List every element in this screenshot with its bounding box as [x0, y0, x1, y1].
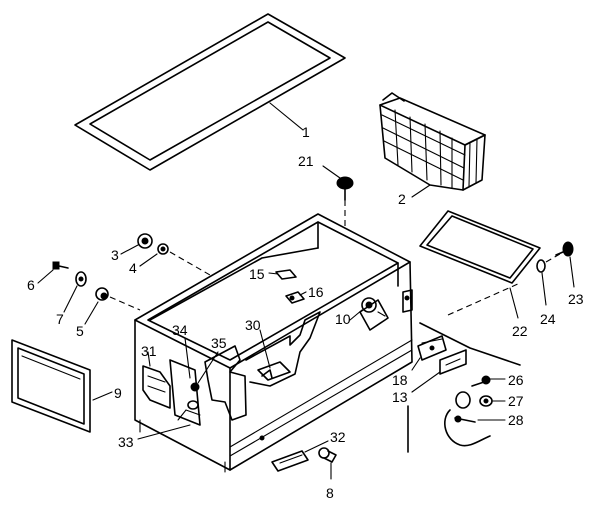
leader-24 — [541, 272, 547, 306]
inner-components — [169, 311, 321, 426]
leader-32 — [304, 440, 329, 453]
dash-3 — [169, 251, 211, 276]
hinge-bracket — [402, 289, 413, 313]
handle-32 — [271, 450, 309, 472]
cord-28 — [444, 391, 491, 447]
label-34: 34 — [172, 322, 188, 338]
label-35: 35 — [211, 335, 227, 351]
label-27: 27 — [508, 393, 524, 409]
label-23: 23 — [568, 291, 584, 307]
bushing-5 — [95, 287, 109, 301]
dash-5 — [109, 296, 141, 311]
label-28: 28 — [508, 412, 524, 428]
washer-7 — [75, 271, 87, 287]
label-13: 13 — [392, 389, 408, 405]
leader-34 — [184, 337, 191, 379]
washer-4 — [157, 243, 169, 255]
label-3: 3 — [111, 247, 119, 263]
label-15: 15 — [249, 266, 265, 282]
grommet-27 — [479, 395, 493, 407]
label-26: 26 — [508, 372, 524, 388]
leader-5 — [84, 301, 99, 325]
leader-16 — [299, 291, 307, 296]
leader-4 — [139, 253, 158, 267]
leader-7 — [63, 285, 78, 313]
latch-8 — [318, 447, 337, 463]
label-21: 21 — [298, 153, 314, 169]
leader-18 — [411, 357, 421, 371]
label-1: 1 — [302, 124, 310, 140]
label-32: 32 — [330, 429, 346, 445]
bracket-16 — [285, 291, 305, 304]
leader-2 — [411, 184, 431, 198]
leader-21 — [322, 165, 341, 179]
bracket-15 — [275, 269, 297, 280]
screw-6 — [52, 261, 69, 270]
grille-13 — [439, 349, 467, 375]
screw-21 — [336, 176, 354, 201]
leader-30 — [259, 329, 271, 369]
thermostat-10 — [359, 297, 389, 331]
side-panel-22 — [419, 210, 541, 284]
label-30: 30 — [245, 317, 261, 333]
label-31: 31 — [141, 343, 157, 359]
leader-23 — [569, 256, 575, 288]
dash-23 — [545, 253, 561, 263]
bushing-3 — [137, 233, 153, 249]
leader-31 — [147, 351, 151, 367]
label-10: 10 — [335, 311, 351, 327]
leader-1 — [269, 102, 304, 131]
grille-18 — [417, 335, 447, 361]
label-22: 22 — [512, 323, 528, 339]
label-16: 16 — [308, 284, 324, 300]
label-33: 33 — [118, 434, 134, 450]
freezer-cabinet — [134, 213, 413, 473]
leader-22 — [509, 287, 519, 319]
label-9: 9 — [114, 385, 122, 401]
leader-10 — [349, 309, 363, 321]
label-6: 6 — [27, 277, 35, 293]
leader-15 — [268, 272, 279, 275]
front-panel-9 — [11, 339, 91, 433]
leader-9 — [92, 391, 113, 401]
lid-gasket-frame — [74, 13, 346, 171]
label-8: 8 — [326, 485, 334, 501]
label-18: 18 — [392, 372, 408, 388]
panel-31 — [142, 365, 171, 409]
wire-basket — [379, 92, 486, 191]
leader-6 — [37, 269, 54, 284]
label-2: 2 — [398, 191, 406, 207]
leader-35 — [197, 351, 219, 384]
leader-33 — [137, 424, 191, 440]
leader-13 — [411, 371, 441, 393]
label-7: 7 — [56, 311, 64, 327]
dash-22 — [447, 282, 521, 316]
rear-bracket-line — [419, 322, 521, 366]
leader-3 — [120, 244, 139, 255]
washer-24 — [536, 259, 546, 273]
screw-26 — [471, 375, 491, 387]
knob-23 — [555, 241, 574, 257]
label-5: 5 — [76, 323, 84, 339]
label-4: 4 — [129, 260, 137, 276]
label-24: 24 — [540, 311, 556, 327]
